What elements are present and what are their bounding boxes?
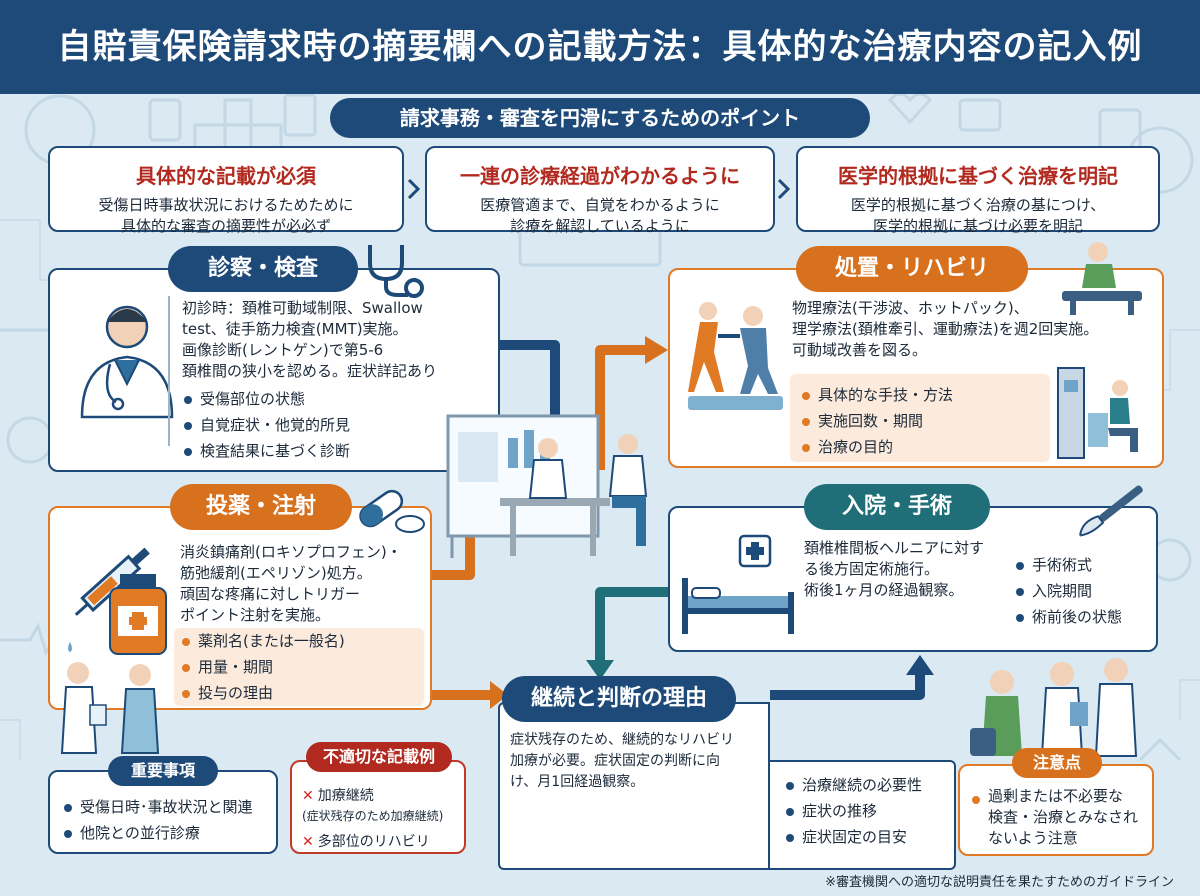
shinsatsu-bullets: 受傷部位の状態 自覚症状・他覚的所見 検査結果に基づく診断 (182, 386, 350, 464)
shinsatsu-label: 診察・検査 (168, 246, 358, 292)
list-item: 検査結果に基づく診断 (182, 438, 350, 464)
nyuin-bullets: 手術術式 入院期間 術前後の状態 (1014, 552, 1122, 630)
keizoku-label: 継続と判断の理由 (502, 676, 736, 722)
juyo-label: 重要事項 (108, 756, 218, 786)
cross-icon: ✕ (302, 788, 314, 804)
traction-machine-icon (1057, 367, 1138, 459)
treatment-table-icon (1062, 242, 1142, 315)
chui-card: 過剰または不必要な 検査・治療とみなされ ないよう注意 (958, 764, 1154, 856)
bad-example-2: ✕多部位のリハビリ (302, 832, 430, 852)
point-card-2: 一連の診療経過がわかるように 医療管適まで、自覚をわかるように 診療を解認してい… (425, 146, 775, 235)
nyuin-card: 頚椎椎間板ヘルニアに対す る後方固定術施行。 術後1ヶ月の経過観察。 手術術式 … (668, 506, 1158, 652)
consultation-desk-icon (446, 414, 648, 558)
chui-label: 注意点 (1012, 748, 1102, 778)
list-item: 治療継続の必要性 (784, 772, 922, 798)
shochi-card: 物理療法(干渉波、ホットパック)、 理学療法(頚椎牽引、運動療法)を週2回実施。… (668, 268, 1164, 468)
doctor-icon (80, 305, 174, 419)
list-item: 他院との並行診療 (62, 820, 253, 846)
keizoku-bullets: 治療継続の必要性 症状の推移 症状固定の目安 (784, 772, 922, 850)
juyo-bullets: 受傷日時･事故状況と関連 他院との並行診療 (62, 794, 253, 846)
list-item: 薬剤名(または一般名) (180, 628, 345, 654)
capsule-icon (359, 489, 425, 533)
subtitle-pill: 請求事務・審査を円滑にするためのポイント (330, 98, 870, 138)
point-card-1: 具体的な記載が必須 受傷日時事故状況におけるためために 具体的な審査の摘要性が必… (48, 146, 404, 235)
list-item: 具体的な手技・方法 (800, 382, 953, 408)
bad-example-text: 多部位のリハビリ (317, 834, 430, 850)
bad-example-sub: (症状残存のため加療継続) (302, 809, 444, 823)
nurse-patient-icon (60, 662, 160, 754)
bad-example-text: 加療継続 (317, 788, 374, 804)
point-body: 医学的根拠に基づく治療の基につけ、 医学的根拠に基づけ必要を明記 (850, 196, 1106, 235)
list-item: 入院期間 (1014, 578, 1122, 604)
futekisetsu-card: ✕加療継続 (症状残存のため加療継続) ✕多部位のリハビリ (290, 760, 466, 854)
keizoku-text: 症状残存のため、継続的なリハビリ 加療が必要。症状固定の判断に向 け、月1回経過… (510, 732, 734, 790)
nyuin-text: 頚椎椎間板ヘルニアに対す る後方固定術施行。 術後1ヶ月の経過観察。 (804, 539, 985, 599)
list-item: 症状固定の目安 (784, 824, 922, 850)
keizoku-card: 症状残存のため、継続的なリハビリ 加療が必要。症状固定の判断に向 け、月1回経過… (498, 702, 770, 870)
shinsatsu-text: 初診時：頚椎可動域制限、Swallow test、徒手筋力検査(MMT)実施。 … (182, 299, 438, 380)
toyaku-bullets: 薬剤名(または一般名) 用量・期間 投与の理由 (180, 628, 345, 706)
cross-icon: ✕ (302, 834, 314, 850)
shochi-text: 物理療法(干渉波、ホットパック)、 理学療法(頚椎牽引、運動療法)を週2回実施。… (792, 299, 1099, 359)
keizoku-points-box: 治療継続の必要性 症状の推移 症状固定の目安 (770, 760, 956, 870)
point-title: 具体的な記載が必須 (136, 164, 316, 188)
toyaku-label: 投薬・注射 (170, 484, 352, 530)
list-item: 過剰または不必要な 検査・治療とみなされ ないよう注意 (970, 786, 1138, 849)
shinsatsu-card: 初診時：頚椎可動域制限、Swallow test、徒手筋力検査(MMT)実施。 … (48, 268, 500, 472)
chui-bullets: 過剰または不必要な 検査・治療とみなされ ないよう注意 (970, 786, 1138, 849)
point-title: 一連の診療経過がわかるように (460, 164, 740, 188)
point-title: 医学的根拠に基づく治療を明記 (838, 164, 1118, 188)
list-item: 術前後の状態 (1014, 604, 1122, 630)
shochi-label: 処置・リハビリ (796, 246, 1028, 292)
toyaku-card: 消炎鎮痛剤(ロキソプロフェン)・ 筋弛緩剤(エペリゾン)処方。 頑固な疼痛に対し… (48, 506, 432, 710)
point-card-3: 医学的根拠に基づく治療を明記 医学的根拠に基づく治療の基につけ、 医学的根拠に基… (796, 146, 1160, 235)
page-title: 自賠責保険請求時の摘要欄への記載方法：具体的な治療内容の記入例 (0, 0, 1200, 94)
scalpel-icon (1079, 485, 1143, 537)
list-item: 投与の理由 (180, 680, 345, 706)
shochi-points-box (790, 374, 1050, 462)
point-body: 医療管適まで、自覚をわかるように 診療を解認しているように (480, 196, 720, 235)
footer-note: ※審査機関への適切な説明責任を果たすためのガイドライン (825, 875, 1174, 890)
list-item: 実施回数・期間 (800, 408, 953, 434)
medicine-bottle-icon (109, 574, 167, 655)
hospital-bed-icon (682, 534, 794, 634)
list-item: 受傷日時･事故状況と関連 (62, 794, 253, 820)
list-item: 症状の推移 (784, 798, 922, 824)
stethoscope-icon (368, 245, 424, 298)
divider (168, 296, 170, 446)
toyaku-points-box (174, 628, 424, 706)
bad-example-1: ✕加療継続 (症状残存のため加療継続) (302, 786, 443, 826)
futekisetsu-label: 不適切な記載例 (306, 742, 452, 772)
list-item: 治療の目的 (800, 434, 953, 460)
point-body: 受傷日時事故状況におけるためために 具体的な審査の摘要性が必必ず (98, 196, 354, 235)
list-item: 受傷部位の状態 (182, 386, 350, 412)
doctors-discussion-icon (970, 658, 1138, 757)
shochi-bullets: 具体的な手技・方法 実施回数・期間 治療の目的 (800, 382, 953, 460)
list-item: 用量・期間 (180, 654, 345, 680)
toyaku-text: 消炎鎮痛剤(ロキソプロフェン)・ 筋弛緩剤(エペリゾン)処方。 頑固な疼痛に対し… (180, 543, 402, 624)
list-item: 自覚症状・他覚的所見 (182, 412, 350, 438)
stretching-therapy-icon (688, 302, 783, 410)
list-item: 手術術式 (1014, 552, 1122, 578)
nyuin-label: 入院・手術 (804, 484, 990, 530)
